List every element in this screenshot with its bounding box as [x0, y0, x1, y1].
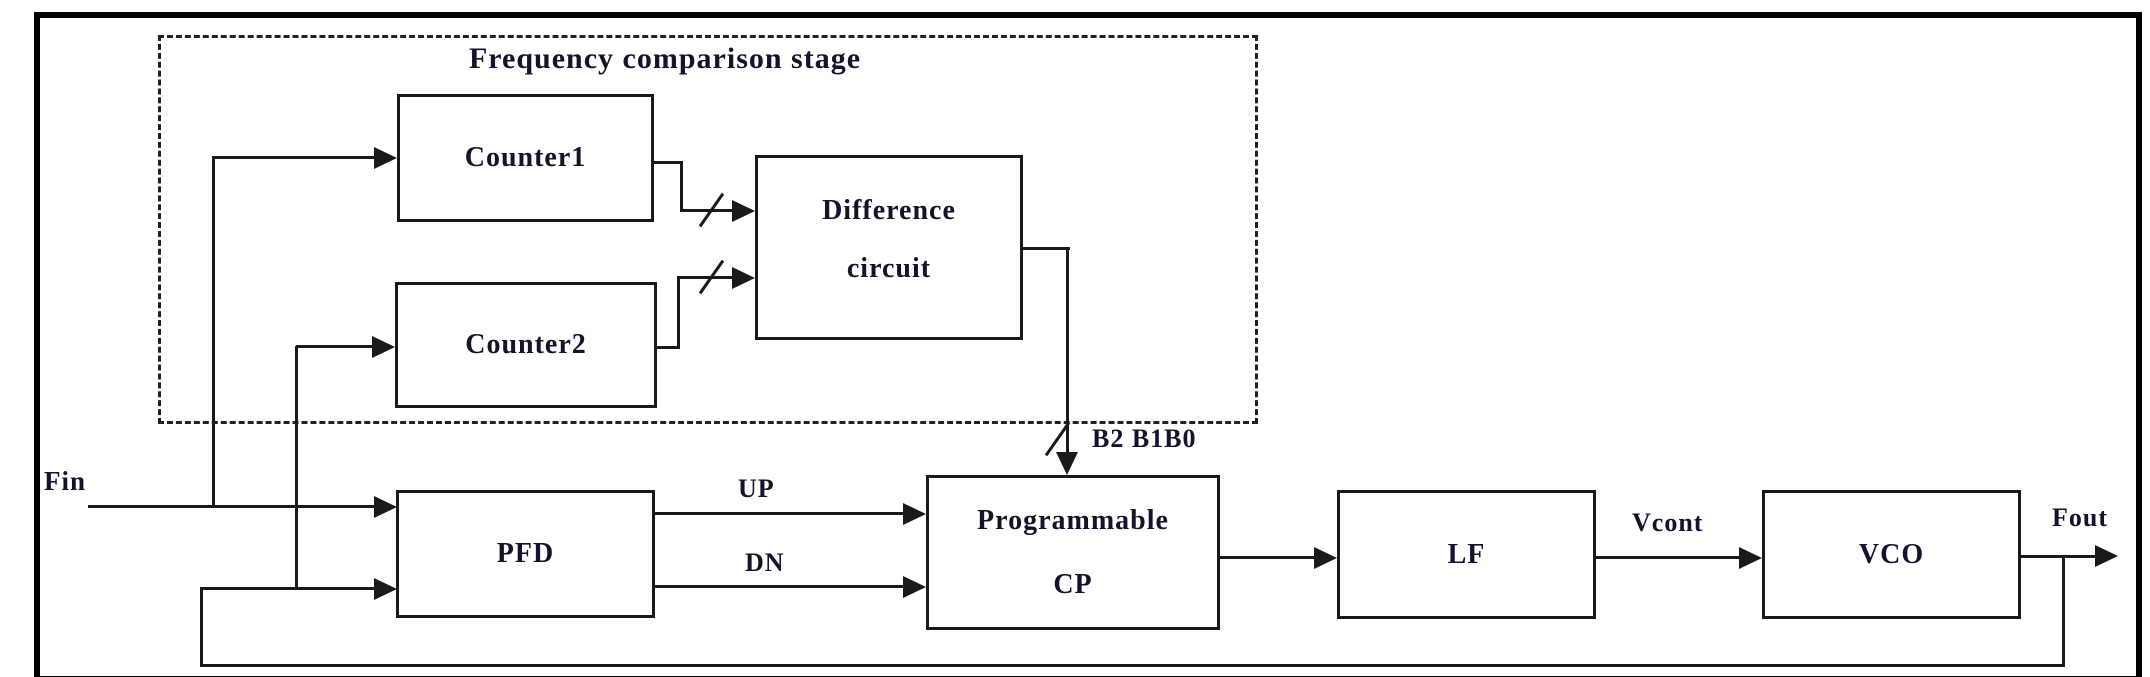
- wire-fin-branch-vertical: [212, 156, 215, 507]
- wire-counter2-out-a: [657, 346, 680, 349]
- wire-feedback-left-vertical: [200, 588, 203, 667]
- wire-dn: [655, 585, 904, 588]
- block-cp-label-line1: Programmable: [977, 504, 1169, 536]
- wire-cp-out: [1220, 556, 1316, 559]
- arrowhead-bus-to-cp: [1056, 452, 1078, 475]
- label-fin: Fin: [44, 466, 87, 496]
- wire-feedback-branch-vertical: [295, 346, 298, 588]
- block-lf-label: LF: [1447, 538, 1486, 570]
- label-up: UP: [738, 474, 775, 503]
- wire-counter2-out-b: [677, 276, 680, 349]
- wire-up: [655, 512, 904, 515]
- arrowhead-to-vco: [1739, 547, 1762, 569]
- block-difference-label-line2: circuit: [846, 252, 932, 284]
- wire-counter1-out-b: [680, 161, 683, 212]
- wire-difference-out-b: [1066, 247, 1069, 454]
- arrowhead-counter1-to-difference: [732, 200, 755, 222]
- block-cp-label-line2: CP: [1053, 568, 1093, 600]
- arrowhead-dn-to-cp: [903, 576, 926, 598]
- frequency-comparison-stage-boundary: [158, 35, 1258, 424]
- arrowhead-to-lf: [1314, 547, 1337, 569]
- arrowhead-to-counter1: [374, 147, 397, 169]
- wire-feedback-right-vertical: [2062, 555, 2065, 667]
- wire-counter1-input: [213, 156, 383, 159]
- block-counter1: Counter1: [397, 94, 654, 222]
- block-difference-label-line1: Difference: [822, 194, 956, 226]
- block-vco: VCO: [1762, 490, 2021, 619]
- block-counter2-label: Counter2: [465, 329, 587, 360]
- label-vcont: Vcont: [1632, 508, 1704, 537]
- wire-counter2-input: [296, 345, 384, 348]
- wire-difference-out-a: [1023, 247, 1070, 250]
- arrowhead-counter2-to-difference: [732, 267, 755, 289]
- arrowhead-feedback-to-pfd: [374, 578, 397, 600]
- arrowhead-fout: [2095, 545, 2118, 567]
- arrowhead-up-to-cp: [903, 503, 926, 525]
- block-pfd-label: PFD: [496, 538, 555, 569]
- block-lf: LF: [1337, 490, 1596, 619]
- label-dn: DN: [745, 548, 785, 577]
- wire-feedback-bottom: [200, 664, 2065, 667]
- block-difference-circuit: Difference circuit: [755, 155, 1023, 340]
- label-fout: Fout: [2052, 503, 2108, 532]
- frequency-comparison-stage-title: Frequency comparison stage: [468, 42, 862, 75]
- wire-fin: [88, 505, 384, 508]
- block-counter1-label: Counter1: [464, 142, 587, 173]
- wire-counter1-out-a: [654, 161, 683, 164]
- wire-vcont: [1596, 556, 1741, 559]
- block-counter2: Counter2: [395, 282, 657, 408]
- wire-feedback-to-pfd: [200, 587, 375, 590]
- arrowhead-to-counter2: [372, 336, 395, 358]
- label-b2b1b0: B2 B1B0: [1092, 424, 1197, 453]
- arrowhead-fin-to-pfd: [374, 496, 397, 518]
- block-vco-label: VCO: [1858, 538, 1925, 570]
- wire-vco-out: [2021, 555, 2096, 558]
- block-programmable-cp: Programmable CP: [926, 475, 1220, 630]
- block-pfd: PFD: [396, 490, 655, 618]
